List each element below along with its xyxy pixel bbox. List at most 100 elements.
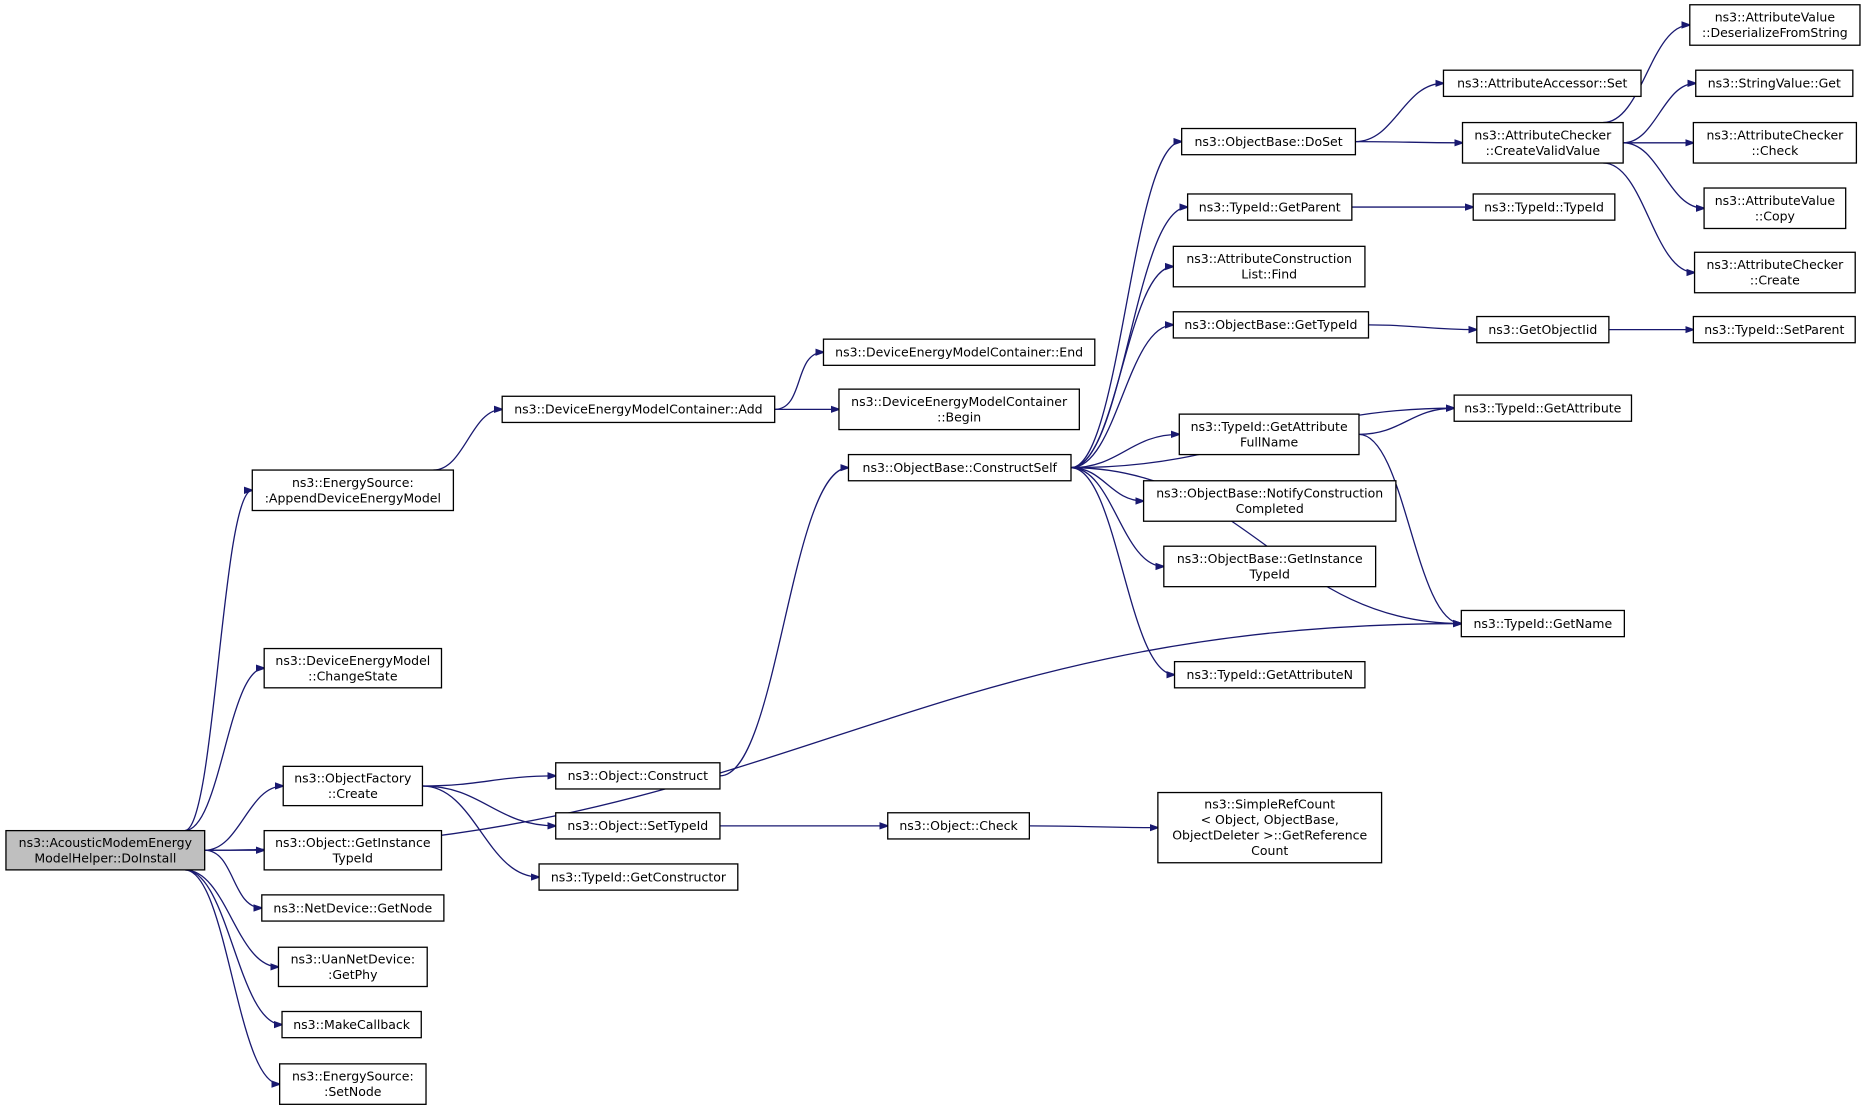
node-ac-create[interactable]: ns3::AttributeChecker::Create bbox=[1693, 251, 1856, 294]
node-demc-begin[interactable]: ns3::DeviceEnergyModelContainer::Begin bbox=[838, 388, 1080, 431]
node-demc-end[interactable]: ns3::DeviceEnergyModelContainer::End bbox=[822, 338, 1096, 366]
edge-of-create-to-obj-construct bbox=[422, 776, 555, 787]
node-tid-get-parent[interactable]: ns3::TypeId::GetParent bbox=[1186, 193, 1353, 221]
node-box bbox=[1172, 311, 1370, 339]
node-obj-construct[interactable]: ns3::Object::Construct bbox=[555, 762, 721, 790]
node-append-dev[interactable]: ns3::EnergySource::AppendDeviceEnergyMod… bbox=[251, 469, 455, 512]
node-uan-get-phy[interactable]: ns3::UanNetDevice::GetPhy bbox=[277, 946, 428, 988]
node-label-line: ns3::SimpleRefCount bbox=[1204, 797, 1335, 812]
node-demc-add[interactable]: ns3::DeviceEnergyModelContainer::Add bbox=[501, 395, 776, 424]
node-tid-get-attribute[interactable]: ns3::TypeId::GetAttribute bbox=[1453, 394, 1633, 422]
node-es-set-node[interactable]: ns3::EnergySource::SetNode bbox=[278, 1063, 427, 1105]
edge-ob-do-set-to-aa-set bbox=[1355, 83, 1443, 143]
node-label-line: :AppendDeviceEnergyModel bbox=[265, 490, 441, 505]
node-label-line: ::Begin bbox=[937, 409, 981, 424]
node-ob-get-type-id[interactable]: ns3::ObjectBase::GetTypeId bbox=[1172, 311, 1370, 339]
node-label-line: ::ChangeState bbox=[308, 668, 398, 683]
node-box bbox=[1157, 791, 1383, 864]
node-label-line: ns3::TypeId::GetAttribute bbox=[1464, 401, 1621, 416]
edge-ac-create-valid-to-sv-get bbox=[1623, 83, 1696, 144]
node-box bbox=[1472, 193, 1616, 221]
edge-ob-do-set-to-ac-create-valid bbox=[1355, 142, 1462, 143]
node-ob-notify[interactable]: ns3::ObjectBase::NotifyConstructionCompl… bbox=[1142, 480, 1397, 522]
node-label-line: ns3::DeviceEnergyModelContainer bbox=[851, 394, 1068, 409]
node-label-line: ModelHelper::DoInstall bbox=[34, 850, 176, 865]
node-tid-get-ctor[interactable]: ns3::TypeId::GetConstructor bbox=[538, 863, 739, 891]
node-label-line: ns3::ObjectFactory bbox=[294, 771, 412, 786]
node-label-line: ns3::TypeId::SetParent bbox=[1704, 322, 1844, 337]
node-tid-type-id[interactable]: ns3::TypeId::TypeId bbox=[1472, 193, 1616, 221]
node-label-line: ::Create bbox=[1750, 273, 1800, 288]
node-obj-set-type-id[interactable]: ns3::Object::SetTypeId bbox=[555, 812, 721, 840]
node-box bbox=[278, 1063, 427, 1105]
node-ac-check[interactable]: ns3::AttributeChecker::Check bbox=[1692, 121, 1858, 164]
edge-ob-construct-self-to-ob-notify bbox=[1070, 467, 1144, 501]
edge-ob-get-type-id-to-get-object-iid bbox=[1368, 324, 1477, 330]
node-box bbox=[847, 453, 1072, 482]
node-label-line: ns3::NetDevice::GetNode bbox=[273, 900, 432, 915]
node-box bbox=[1142, 480, 1397, 522]
node-label-line: List::Find bbox=[1241, 267, 1297, 282]
node-change-state[interactable]: ns3::DeviceEnergyModel::ChangeState bbox=[263, 647, 443, 689]
node-make-cb[interactable]: ns3::MakeCallback bbox=[281, 1010, 422, 1039]
node-label-line: ns3::EnergySource: bbox=[292, 1069, 414, 1084]
node-label-line: Completed bbox=[1236, 501, 1304, 516]
node-label-line: :GetPhy bbox=[328, 967, 378, 982]
node-root[interactable]: ns3::AcousticModemEnergyModelHelper::DoI… bbox=[5, 829, 206, 871]
node-box bbox=[1460, 609, 1625, 638]
node-obj-check[interactable]: ns3::Object::Check bbox=[887, 812, 1030, 840]
node-label-line: ns3::AttributeChecker bbox=[1706, 257, 1844, 272]
node-label-line: FullName bbox=[1240, 434, 1299, 449]
node-label-line: ns3::AttributeValue bbox=[1715, 193, 1836, 208]
node-tid-get-name[interactable]: ns3::TypeId::GetName bbox=[1460, 609, 1625, 638]
edge-tid-get-attr-full-to-tid-get-attribute bbox=[1358, 408, 1454, 435]
node-box bbox=[281, 1010, 422, 1039]
node-ac-create-valid[interactable]: ns3::AttributeChecker::CreateValidValue bbox=[1461, 121, 1624, 164]
node-box bbox=[555, 812, 721, 840]
node-label-line: ns3::ObjectBase::ConstructSelf bbox=[863, 460, 1058, 475]
node-av-deser[interactable]: ns3::AttributeValue::DeserializeFromStri… bbox=[1689, 4, 1861, 46]
node-box bbox=[1186, 193, 1353, 221]
node-label-line: ns3::AttributeChecker bbox=[1474, 127, 1612, 142]
edge-ac-create-valid-to-ac-create bbox=[1603, 162, 1694, 272]
node-av-copy[interactable]: ns3::AttributeValue::Copy bbox=[1703, 187, 1847, 230]
node-simple-ref[interactable]: ns3::SimpleRefCount< Object, ObjectBase,… bbox=[1157, 791, 1383, 864]
node-label-line: ns3::TypeId::GetConstructor bbox=[551, 869, 727, 884]
node-label-line: ns3::Object::SetTypeId bbox=[567, 818, 708, 833]
node-label-line: ns3::AttributeAccessor::Set bbox=[1457, 76, 1627, 91]
edge-ob-construct-self-to-ob-get-type-id bbox=[1070, 325, 1173, 469]
node-box bbox=[1692, 121, 1858, 164]
node-box bbox=[1173, 660, 1366, 689]
edge-root-to-uan-get-phy bbox=[184, 869, 279, 967]
node-box bbox=[1442, 69, 1642, 98]
node-label-line: ObjectDeleter >::GetReference bbox=[1172, 828, 1367, 843]
node-ob-construct-self[interactable]: ns3::ObjectBase::ConstructSelf bbox=[847, 453, 1072, 482]
node-ob-do-set[interactable]: ns3::ObjectBase::DoSet bbox=[1181, 127, 1357, 156]
edge-root-to-append-dev bbox=[184, 490, 253, 832]
edge-root-to-make-cb bbox=[184, 869, 282, 1025]
node-box bbox=[251, 469, 455, 512]
node-tid-get-attr-n[interactable]: ns3::TypeId::GetAttributeN bbox=[1173, 660, 1366, 689]
node-label-line: ns3::StringValue::Get bbox=[1708, 76, 1841, 91]
node-label-line: ns3::AcousticModemEnergy bbox=[19, 835, 193, 850]
node-label-line: ns3::AttributeChecker bbox=[1706, 127, 1844, 142]
node-tid-set-parent[interactable]: ns3::TypeId::SetParent bbox=[1692, 315, 1856, 344]
node-sv-get[interactable]: ns3::StringValue::Get bbox=[1695, 69, 1854, 98]
node-box bbox=[263, 647, 443, 689]
node-label-line: ns3::TypeId::TypeId bbox=[1484, 199, 1604, 214]
edge-ob-construct-self-to-ac-find bbox=[1070, 267, 1173, 469]
node-net-get-node[interactable]: ns3::NetDevice::GetNode bbox=[261, 894, 445, 922]
node-label-line: ns3::TypeId::GetAttributeN bbox=[1187, 667, 1353, 682]
node-box bbox=[887, 812, 1030, 840]
node-aa-set[interactable]: ns3::AttributeAccessor::Set bbox=[1442, 69, 1642, 98]
node-get-object-iid[interactable]: ns3::GetObjectIid bbox=[1476, 315, 1610, 344]
node-of-create[interactable]: ns3::ObjectFactory::Create bbox=[282, 765, 424, 807]
node-label-line: ns3::Object::GetInstance bbox=[275, 835, 431, 850]
edge-ob-construct-self-to-ob-do-set bbox=[1070, 142, 1182, 469]
node-label-line: TypeId bbox=[332, 850, 373, 865]
node-label-line: ns3::DeviceEnergyModelContainer::End bbox=[835, 345, 1083, 360]
